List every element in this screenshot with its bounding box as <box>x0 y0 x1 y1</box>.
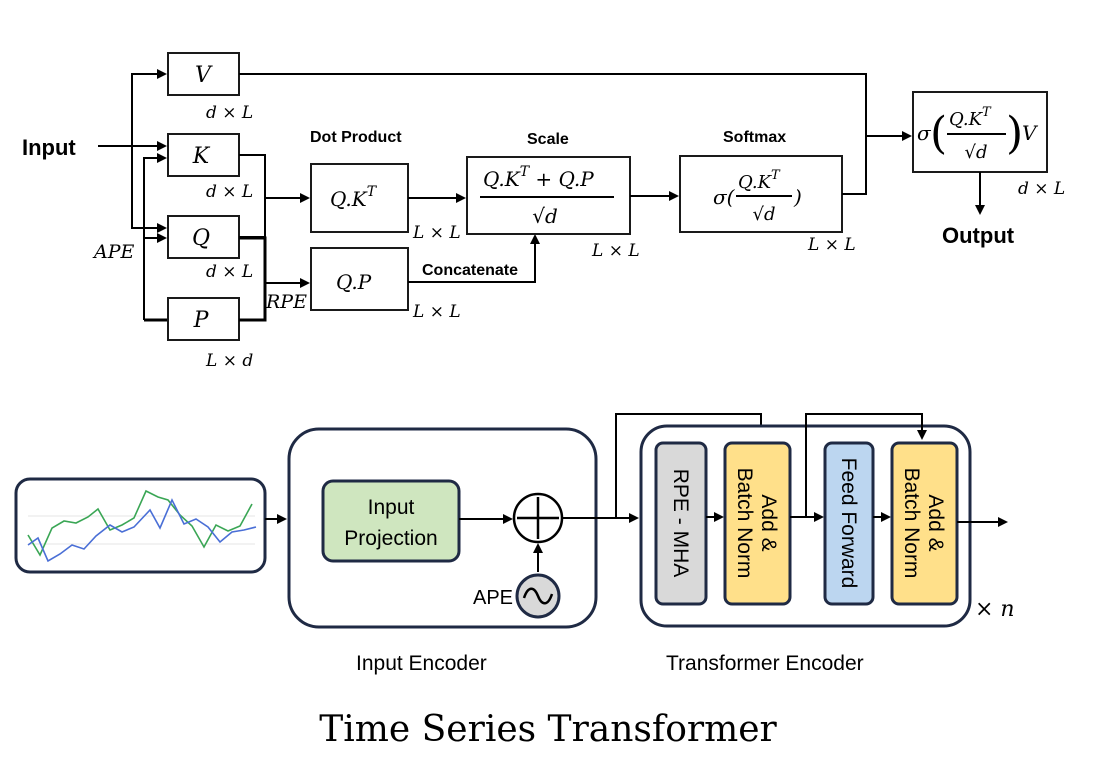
rpe-mha-box <box>654 441 708 606</box>
q-symbol: Q <box>192 226 210 251</box>
qp-dim: L × L <box>412 302 461 322</box>
scale-label: Scale <box>527 131 569 148</box>
transformer-encoder-label: Transformer Encoder <box>666 652 864 675</box>
residual-2-arrow <box>805 413 927 517</box>
qk-text: Q.KT <box>330 184 378 211</box>
q-box <box>167 215 240 259</box>
rpe-mha-text: RPE - MHA <box>669 469 692 578</box>
feed-forward-box <box>823 441 875 606</box>
input-projection-box <box>321 479 461 563</box>
output-dim: d × L <box>1018 179 1065 199</box>
p-dim: L × d <box>205 351 253 371</box>
v-to-output-arrow <box>239 73 912 141</box>
add-norm-2-box <box>890 441 959 606</box>
qp-box <box>310 247 409 311</box>
qp-text: Q.P <box>336 270 372 294</box>
p-to-qp-line <box>239 283 267 322</box>
output-v: V <box>1022 121 1039 145</box>
output-sigma: σ <box>917 121 932 145</box>
output-num-main: Q.K <box>949 109 984 130</box>
softmax-num-main: Q.K <box>738 172 773 193</box>
output-close-paren: ) <box>1006 108 1023 159</box>
add-norm-1-box <box>723 441 792 606</box>
softmax-to-output-line <box>842 136 867 195</box>
softmax-denominator: √d <box>753 204 776 225</box>
ape-to-k-arrow <box>143 153 167 320</box>
concatenate-arrow <box>408 234 540 283</box>
time-series-box <box>14 477 267 574</box>
input-to-v-arrow <box>131 69 167 146</box>
v-dim: d × L <box>206 103 253 123</box>
encoder-diagram: Input Projection APE Input Encoder RPE -… <box>14 413 1015 675</box>
ape-label: APE <box>92 241 135 263</box>
encoder-ape-label: APE <box>473 587 513 609</box>
softmax-close: ) <box>793 185 802 209</box>
output-numerator: Q.KT <box>949 105 992 130</box>
output-label: Output <box>942 223 1015 248</box>
scale-denominator: √d <box>532 204 558 228</box>
softmax-numerator: Q.KT <box>738 168 781 193</box>
sine-wave-icon <box>522 587 554 605</box>
series-line-blue <box>27 498 257 563</box>
qk-main: Q.K <box>330 187 368 211</box>
series-line-green <box>27 489 253 557</box>
add-norm-2-line1: Add & <box>924 494 947 551</box>
scale-numerator: Q.KT + Q.P <box>483 164 594 191</box>
input-label: Input <box>22 135 76 160</box>
output-denominator: √d <box>965 142 988 163</box>
scale-box <box>466 156 631 235</box>
q-to-dot-line <box>239 198 266 238</box>
k-dim: d × L <box>206 182 253 202</box>
qk-sup: T <box>367 184 378 200</box>
k-to-dot-arrow <box>239 154 310 203</box>
softmax-num-sup: T <box>771 168 781 183</box>
concatenate-label: Concatenate <box>422 262 518 279</box>
input-projection-line1: Input <box>368 496 415 519</box>
q-dim: d × L <box>206 262 253 282</box>
scale-num-main: Q.K <box>483 167 521 191</box>
input-encoder-label: Input Encoder <box>356 652 487 675</box>
rpe-label: RPE <box>265 291 307 313</box>
add-norm-1-line1: Add & <box>757 494 780 551</box>
output-open-paren: ( <box>930 108 947 159</box>
scale-num-sup: T <box>520 164 531 180</box>
k-symbol: K <box>192 144 211 169</box>
qk-dim: L × L <box>412 223 461 243</box>
output-num-sup: T <box>982 105 992 120</box>
q-to-qp-line <box>239 236 267 283</box>
softmax-dim: L × L <box>807 235 856 255</box>
feed-forward-text: Feed Forward <box>837 458 860 589</box>
repeat-label: × n <box>975 597 1015 622</box>
scale-num-rest: + Q.P <box>529 167 594 191</box>
scale-dim: L × L <box>591 241 640 261</box>
add-norm-1-line2: Batch Norm <box>733 468 756 579</box>
softmax-sigma: σ( <box>713 185 736 209</box>
input-projection-line2: Projection <box>344 527 437 550</box>
add-norm-2-line2: Batch Norm <box>900 468 923 579</box>
attention-diagram: Input APE V d × L K d × L Q d × L P L × … <box>22 52 1065 371</box>
figure-title: Time Series Transformer <box>319 709 777 750</box>
softmax-label: Softmax <box>723 129 786 146</box>
input-to-q-arrow <box>131 146 167 233</box>
v-symbol: V <box>195 63 213 88</box>
dot-product-label: Dot Product <box>310 129 402 146</box>
p-symbol: P <box>193 308 210 333</box>
